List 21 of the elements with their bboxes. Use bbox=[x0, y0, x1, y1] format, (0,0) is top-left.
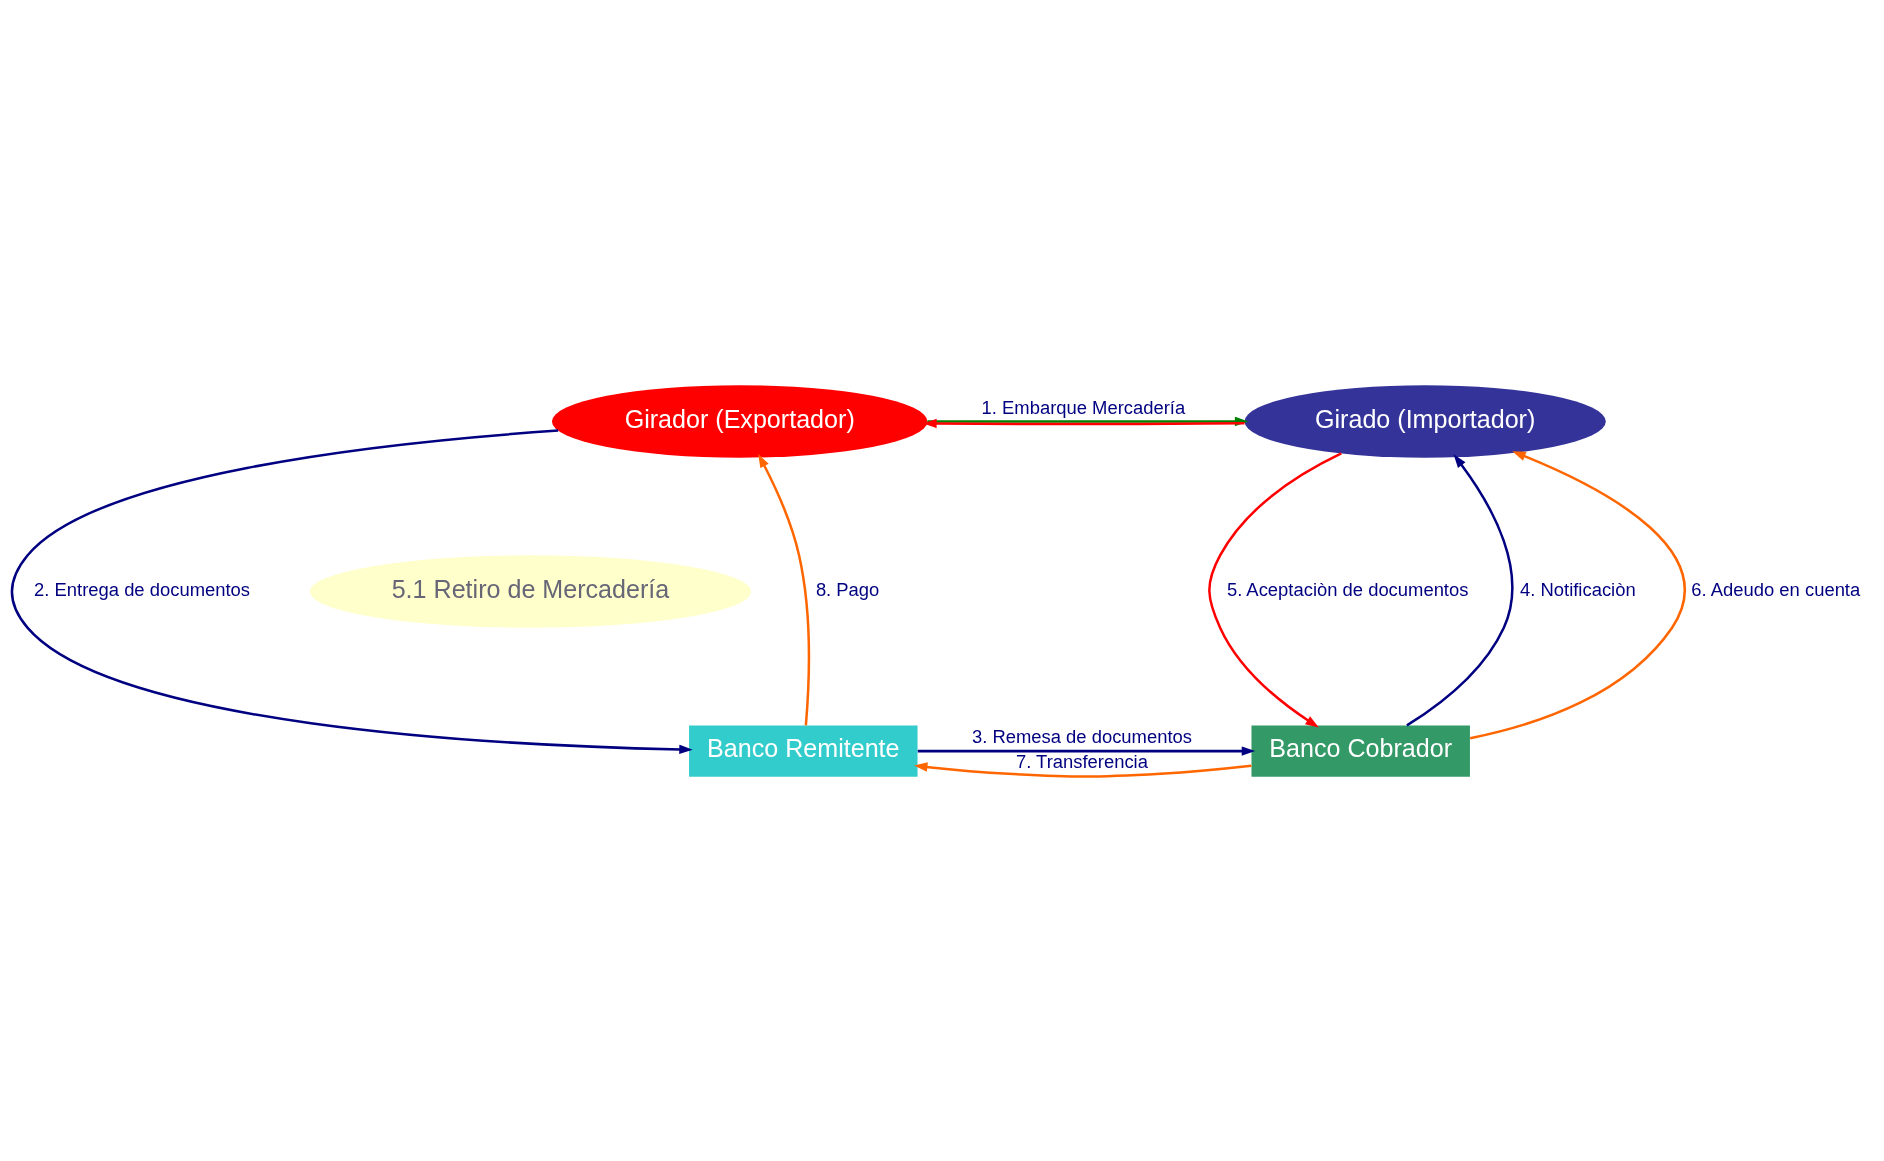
edge-label: 7. Transferencia bbox=[1015, 750, 1148, 772]
node-box: Banco Cobrador bbox=[1251, 725, 1470, 777]
arrow bbox=[1469, 450, 1686, 739]
node-ellipse: Girador (Exportador) bbox=[551, 384, 928, 458]
arrow bbox=[758, 453, 810, 725]
edge-label: 1. Embarque Mercadería bbox=[981, 396, 1186, 418]
edge-label: 2. Entrega de documentos bbox=[34, 578, 251, 600]
arrow bbox=[914, 761, 1252, 778]
edge-label: 3. Remesa de documentos bbox=[971, 725, 1192, 747]
arrow bbox=[1208, 451, 1342, 728]
edge-label: 5. Aceptaciòn de documentos bbox=[1226, 578, 1469, 600]
arrow bbox=[1406, 453, 1514, 726]
arrow bbox=[917, 745, 1256, 756]
arrow bbox=[923, 418, 1245, 428]
node-box: Banco Remitente bbox=[689, 725, 918, 777]
arrow bbox=[10, 428, 693, 754]
edge-label: 4. Notificaciòn bbox=[1520, 578, 1636, 600]
edge-label: 6. Adeudo en cuenta bbox=[1691, 578, 1861, 600]
node-ellipse: 5.1 Retiro de Mercadería bbox=[309, 554, 751, 628]
edge-label: 8. Pago bbox=[815, 578, 880, 600]
node-ellipse: Girado (Importador) bbox=[1244, 384, 1606, 458]
